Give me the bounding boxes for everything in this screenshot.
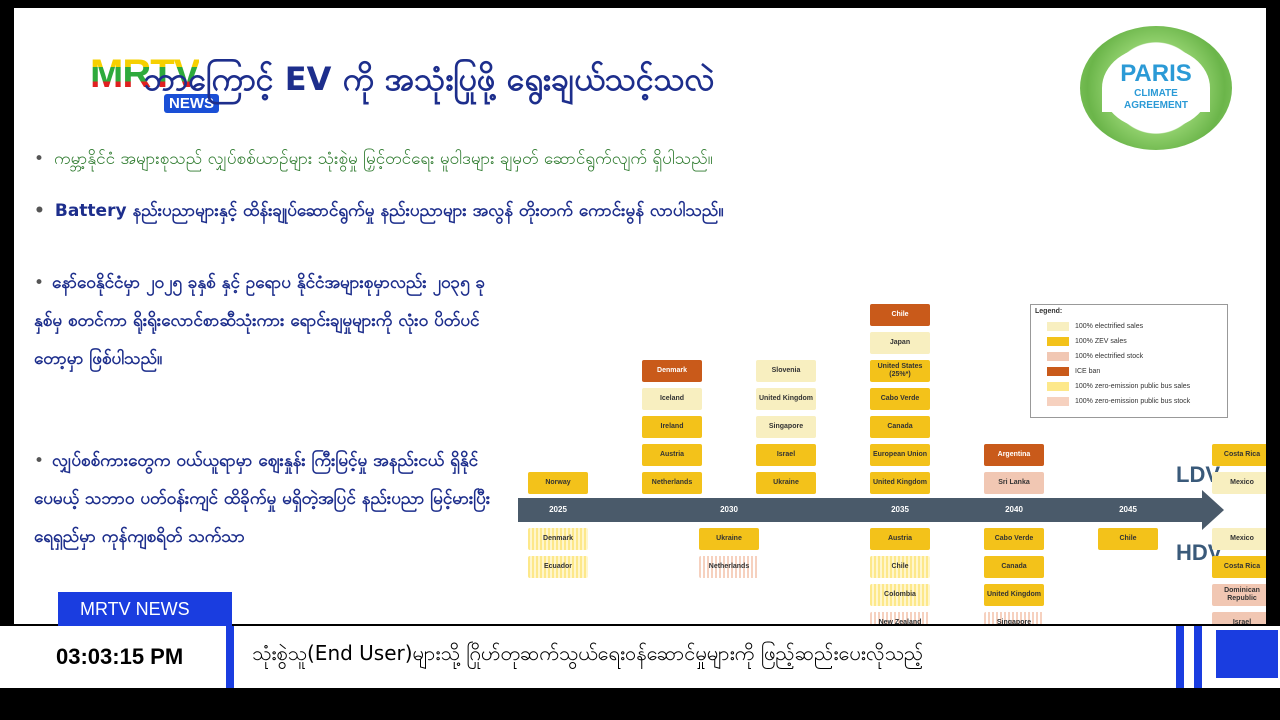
paris-logo-line2: AGREEMENT — [1102, 100, 1210, 112]
hdv-country-box: Denmark — [528, 528, 588, 550]
ldv-country-box: European Union — [870, 444, 930, 466]
presentation-slide: MRTV NEWS ဘာကြောင့် EV ကို အသုံးပြုဖို့ … — [14, 8, 1266, 624]
axis-year-2050: 2050 — [1233, 505, 1251, 514]
logo-news: NEWS — [164, 94, 219, 113]
hdv-country-box: Costa Rica — [1212, 556, 1266, 578]
timeline-arrow-icon — [1202, 490, 1224, 530]
paris-climate-agreement-logo: PARIS CLIMATE AGREEMENT — [1080, 26, 1232, 150]
legend-label: 100% ZEV sales — [1075, 337, 1127, 345]
bullet-policy: •ကမ္ဘာ့နိုင်ငံ အများစုသည် လျှပ်စစ်ယာဉ်မျ… — [34, 149, 713, 169]
ldv-country-box: Japan — [870, 332, 930, 354]
paris-logo-line1: CLIMATE — [1102, 88, 1210, 100]
legend-swatch — [1047, 321, 1069, 331]
mrtv-news-logo: MRTV NEWS — [90, 52, 240, 132]
axis-year-2025: 2025 — [549, 505, 567, 514]
legend-label: 100% zero-emission public bus sales — [1075, 382, 1191, 390]
ldv-country-box: United States (25%*) — [870, 360, 930, 382]
hdv-country-box: United Kingdom — [984, 584, 1044, 606]
ldv-country-box: Israel — [756, 444, 816, 466]
ticker-accent-block — [1216, 630, 1278, 678]
axis-year-2035: 2035 — [891, 505, 909, 514]
ldv-country-box: Ireland — [642, 416, 702, 438]
hdv-country-box: Mexico — [1212, 528, 1266, 550]
hdv-country-box: Canada — [984, 556, 1044, 578]
hdv-country-box: New Zealand — [870, 612, 930, 624]
slide-title: ဘာကြောင့် EV ကို အသုံးပြုဖို့ ရွေးချယ်သင… — [144, 60, 715, 98]
hdv-country-box: Austria — [870, 528, 930, 550]
ldv-country-box: Singapore — [756, 416, 816, 438]
legend-swatch — [1047, 381, 1069, 391]
ticker-clock: 03:03:15 PM — [56, 644, 184, 669]
legend-title: Legend: — [1035, 308, 1063, 315]
legend-swatch — [1047, 336, 1069, 346]
ticker-separator — [226, 626, 234, 688]
legend-item: 100% electrified stock — [1047, 351, 1143, 361]
paragraph-ice-ban: •နော်ဝေနိုင်ငံမှာ ၂၀၂၅ ခုနှစ် နှင့် ဥရော… — [34, 273, 486, 369]
ldv-country-box: Canada — [870, 416, 930, 438]
legend-item: 100% zero-emission public bus sales — [1047, 381, 1190, 391]
ldv-country-box: Chile — [870, 304, 930, 326]
bullet-battery: •Battery နည်းပညာများနှင့် ထိန်းချုပ်ဆောင… — [34, 201, 724, 221]
ldv-country-box: Mexico — [1212, 472, 1266, 494]
hdv-country-box: Colombia — [870, 584, 930, 606]
legend-swatch — [1047, 351, 1069, 361]
hdv-country-box: Chile — [1098, 528, 1158, 550]
legend-label: 100% zero-emission public bus stock — [1075, 397, 1191, 405]
ldv-country-box: Denmark — [642, 360, 702, 382]
axis-year-2040: 2040 — [1005, 505, 1023, 514]
hdv-country-box: Ukraine — [699, 528, 759, 550]
ldv-country-box: Ukraine — [756, 472, 816, 494]
legend-swatch — [1047, 366, 1069, 376]
ticker-accent-bar — [1194, 626, 1202, 688]
hdv-country-box: Cabo Verde — [984, 528, 1044, 550]
legend-item: 100% ZEV sales — [1047, 336, 1127, 346]
ldv-country-box: Costa Rica — [1212, 444, 1266, 466]
chart-legend: Legend: 100% electrified sales 100% ZEV s… — [1030, 304, 1228, 418]
hdv-country-box: Dominican Republic — [1212, 584, 1266, 606]
ldv-country-box: Netherlands — [642, 472, 702, 494]
paris-logo-title: PARIS — [1120, 60, 1192, 87]
ldv-country-box: Austria — [642, 444, 702, 466]
ldv-country-box: Cabo Verde — [870, 388, 930, 410]
legend-swatch — [1047, 396, 1069, 406]
logo-brand: MRTV — [90, 52, 200, 96]
legend-label: ICE ban — [1075, 367, 1101, 375]
axis-year-2045: 2045 — [1119, 505, 1137, 514]
ldv-country-box: Slovenia — [756, 360, 816, 382]
paragraph-ev-benefits: •လျှပ်စစ်ကားတွေက ဝယ်ယူရာမှာ ဈေးနှုန်း ကြ… — [34, 451, 491, 547]
news-ticker-bar: 03:03:15 PM သုံးစွဲသူ(End User)များသို့ … — [0, 626, 1280, 688]
ldv-country-box: Norway — [528, 472, 588, 494]
hdv-country-box: Netherlands — [699, 556, 759, 578]
legend-label: 100% electrified stock — [1075, 352, 1144, 360]
ldv-country-box: Iceland — [642, 388, 702, 410]
hdv-country-box: Singapore — [984, 612, 1044, 624]
ticker-text: သုံးစွဲသူ(End User)များသို့ ဂြိုဟ်တုဆက်သ… — [252, 641, 924, 665]
legend-item: 100% electrified sales — [1047, 321, 1143, 331]
ticker-accent-bar — [1176, 626, 1184, 688]
ldv-country-box: United Kingdom — [756, 388, 816, 410]
ldv-country-box: United Kingdom — [870, 472, 930, 494]
ldv-country-box: Sri Lanka — [984, 472, 1044, 494]
legend-label: 100% electrified sales — [1075, 322, 1144, 330]
axis-year-2030: 2030 — [720, 505, 738, 514]
channel-label: MRTV NEWS — [58, 592, 232, 626]
legend-item: 100% zero-emission public bus stock — [1047, 396, 1190, 406]
hdv-country-box: Ecuador — [528, 556, 588, 578]
hdv-country-box: Israel — [1212, 612, 1266, 624]
legend-item: ICE ban — [1047, 366, 1100, 376]
ev-timeline-chart: Legend: 100% electrified sales 100% ZEV s… — [518, 296, 1266, 624]
timeline-axis — [518, 498, 1202, 522]
hdv-country-box: Chile — [870, 556, 930, 578]
ldv-country-box: Argentina — [984, 444, 1044, 466]
